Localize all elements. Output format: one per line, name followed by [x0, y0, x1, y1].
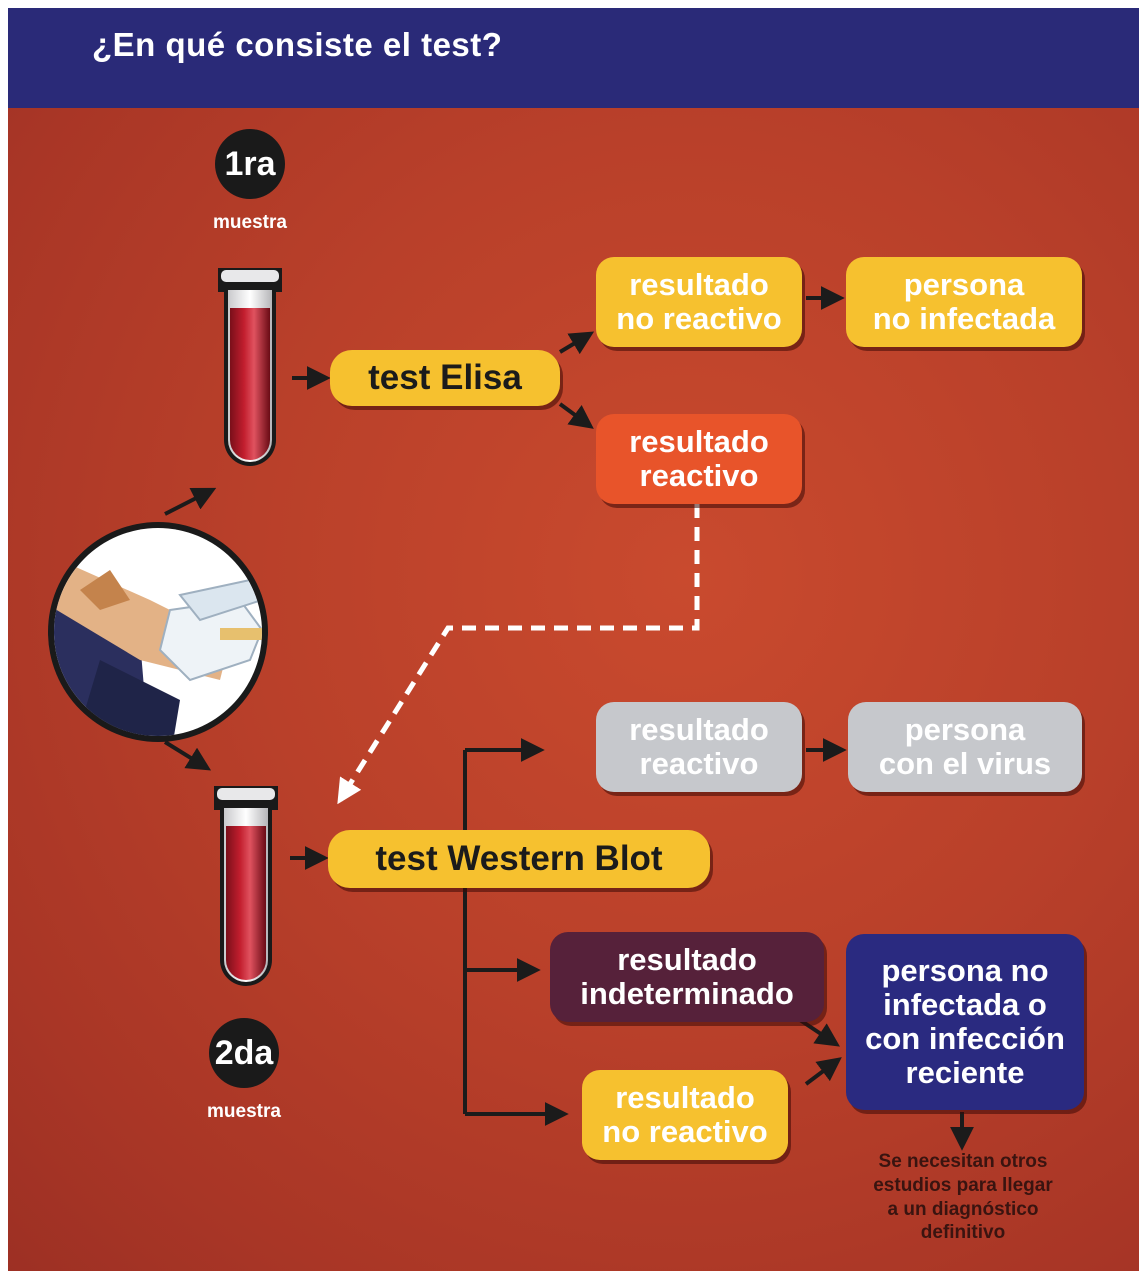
test-elisa-box: test Elisa	[330, 350, 560, 406]
western-blot-bracket	[463, 738, 569, 1126]
arrow-elisa-to-reactivo	[558, 402, 594, 429]
arrow-to-tube-2	[163, 740, 212, 771]
elisa-result-reactivo: resultado reactivo	[596, 414, 802, 504]
test-tube-2-icon	[214, 786, 278, 986]
sample-2-label: muestra	[207, 1101, 281, 1122]
arrow-indeterminado-to-final	[798, 1018, 840, 1047]
arrow-to-tube-1	[164, 487, 217, 516]
wb-result-no-reactivo: resultado no reactivo	[582, 1070, 788, 1160]
wb-result-reactivo: resultado reactivo	[596, 702, 802, 792]
sample-1-badge: 1ra	[215, 129, 285, 199]
elisa-result-no-reactivo: resultado no reactivo	[596, 257, 802, 347]
footnote-text: Se necesitan otros estudios para llegar …	[873, 1151, 1053, 1244]
sample-2-badge: 2da	[209, 1018, 279, 1088]
arrow-elisa-to-noreactivo	[558, 331, 595, 355]
wb-result-indeterminado: resultado indeterminado	[550, 932, 824, 1022]
arrow-noreactivo2-to-final	[804, 1057, 842, 1086]
sample-1-label: muestra	[213, 212, 287, 233]
test-tube-1-icon	[218, 268, 282, 466]
test-western-blot-box: test Western Blot	[328, 830, 710, 888]
header-bar: ¿En qué consiste el test?	[8, 8, 1139, 108]
elisa-persona-no-infectada: persona no infectada	[846, 257, 1082, 347]
blood-draw-illustration-icon	[48, 522, 268, 742]
wb-persona-final: persona no infectada o con infección rec…	[846, 934, 1084, 1110]
page-title: ¿En qué consiste el test?	[92, 26, 503, 63]
wb-persona-con-virus: persona con el virus	[848, 702, 1082, 792]
